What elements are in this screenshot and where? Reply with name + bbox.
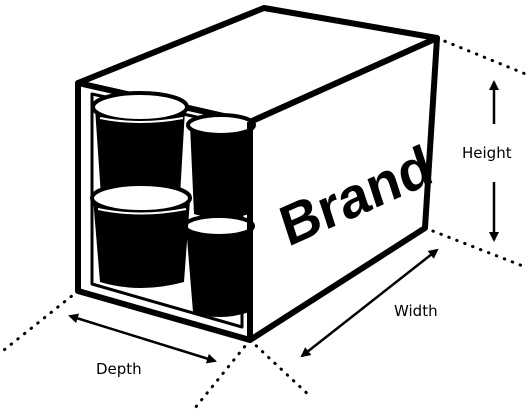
cup-body: [95, 108, 185, 202]
width-label: Width: [394, 302, 438, 320]
box: Brand: [75, 5, 440, 343]
cup-top-front: [91, 91, 189, 202]
cup-rim: [91, 91, 189, 123]
guide-line-mid-right: [423, 226, 530, 270]
guide-line-width-bottom: [248, 338, 314, 400]
guide-line-top-right: [435, 36, 530, 77]
cup-rim: [90, 182, 192, 214]
cup-shine: [99, 117, 184, 123]
width-arrow: [300, 248, 439, 358]
cup-body: [186, 226, 252, 317]
cup-bottom-front: [90, 182, 192, 288]
guide-line-depth-left: [2, 289, 80, 352]
cup-bottom-back: [183, 214, 255, 317]
cup-body: [190, 125, 252, 218]
depth-label: Depth: [96, 360, 142, 378]
depth-arrow: [68, 313, 217, 364]
guide-line-front-bottom: [193, 338, 252, 410]
cup-rim: [183, 214, 255, 238]
cup-rim: [186, 113, 256, 137]
height-label: Height: [462, 144, 512, 162]
guide-lines: [2, 36, 530, 410]
cup-shine: [97, 208, 187, 215]
cup-body: [93, 198, 190, 288]
cup-top-back: [186, 113, 256, 218]
dimension-arrows: [68, 80, 499, 364]
